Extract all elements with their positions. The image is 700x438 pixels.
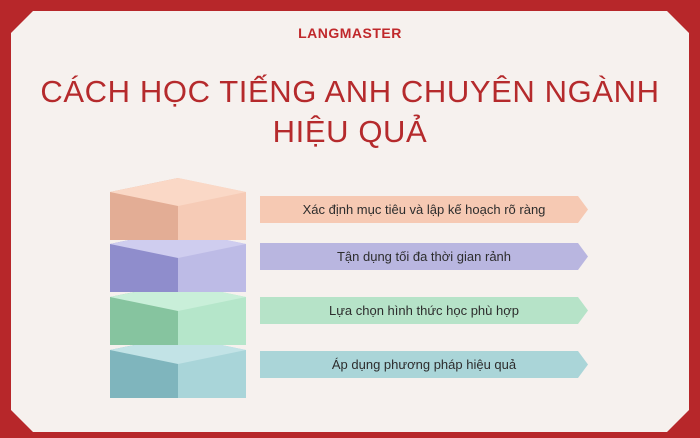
- step-label-4: Áp dụng phương pháp hiệu quả: [331, 357, 517, 372]
- title-line-1: CÁCH HỌC TIẾNG ANH CHUYÊN NGÀNH: [40, 74, 660, 109]
- step-arrow-3: Lựa chọn hình thức học phù hợp: [260, 297, 588, 324]
- step-arrow-4: Áp dụng phương pháp hiệu quả: [260, 351, 588, 378]
- brand-logo: LANGMASTER: [298, 25, 402, 41]
- step-label-2: Tận dụng tối đa thời gian rảnh: [336, 249, 512, 264]
- block-step-3: [110, 283, 246, 345]
- step-label-1: Xác định mục tiêu và lập kế hoạch rõ ràn…: [302, 202, 546, 217]
- step-arrow-1: Xác định mục tiêu và lập kế hoạch rõ ràn…: [260, 196, 588, 223]
- step-label-3: Lựa chọn hình thức học phù hợp: [328, 303, 519, 318]
- block-step-4: [110, 336, 246, 398]
- block-step-1: [110, 178, 246, 240]
- step-arrow-2: Tận dụng tối đa thời gian rảnh: [260, 243, 588, 270]
- page-title: CÁCH HỌC TIẾNG ANH CHUYÊN NGÀNH HIỆU QUẢ: [40, 72, 660, 152]
- title-line-2: HIỆU QUẢ: [272, 114, 428, 149]
